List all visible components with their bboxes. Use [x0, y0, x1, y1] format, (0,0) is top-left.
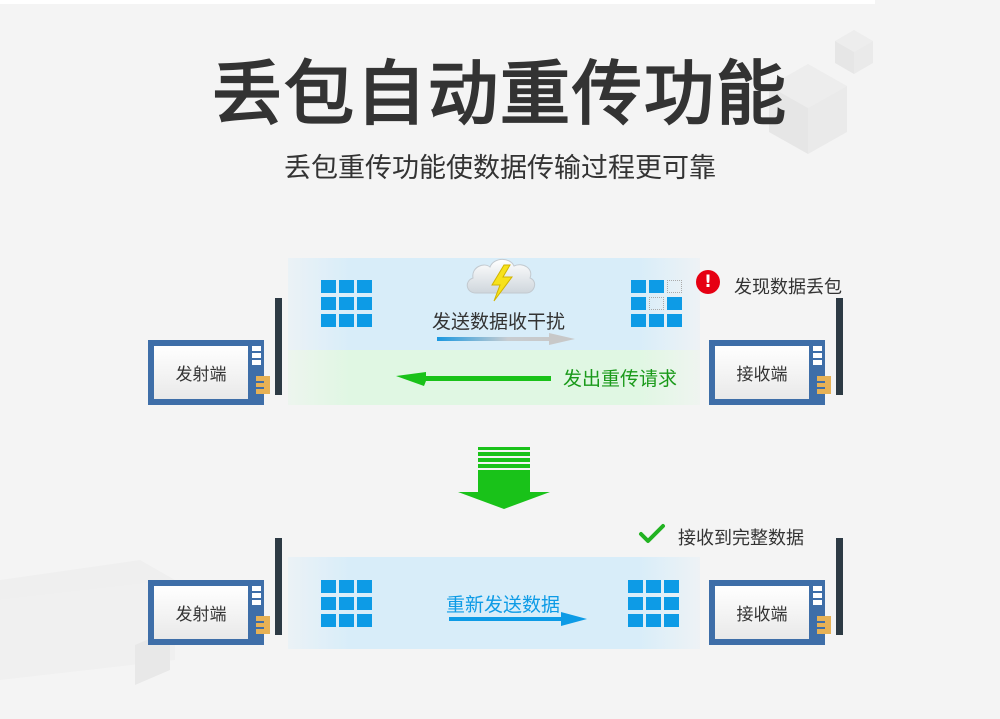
sender-packet-grid	[321, 580, 372, 627]
antenna-connector	[817, 376, 831, 394]
down-arrow-icon	[458, 447, 550, 509]
sender-antenna	[275, 538, 282, 635]
sender-packet-grid	[321, 280, 372, 327]
lost-packet	[649, 297, 664, 310]
transmit-arrow-icon	[437, 333, 575, 345]
antenna-connector	[256, 376, 270, 394]
device-leds	[252, 586, 261, 607]
antenna-connector	[817, 616, 831, 634]
page-title: 丢包自动重传功能	[212, 53, 788, 135]
receiver-antenna	[836, 538, 843, 635]
lost-packet	[667, 280, 682, 293]
complete-data-status: 接收到完整数据	[678, 528, 804, 549]
retransmit-request-arrow-icon	[396, 372, 551, 386]
packet-loss-status: 发现数据丢包	[734, 277, 842, 298]
top-strip	[0, 0, 875, 4]
decorative-cube-small	[835, 30, 873, 74]
sender-label: 发射端	[154, 346, 248, 399]
interference-label: 发送数据收干扰	[432, 311, 566, 333]
resend-arrow-icon	[449, 612, 587, 626]
receiver-device: 接收端	[709, 580, 831, 645]
sender-device: 发射端	[148, 340, 270, 405]
device-leds	[813, 346, 822, 367]
lightning-icon	[491, 264, 513, 302]
receiver-label: 接收端	[715, 346, 809, 399]
alert-icon: !	[696, 270, 720, 294]
check-icon	[639, 524, 665, 543]
device-leds	[252, 346, 261, 367]
resend-label: 重新发送数据	[446, 594, 561, 616]
device-leds	[813, 586, 822, 607]
sender-label: 发射端	[154, 586, 248, 639]
page-subtitle: 丢包重传功能使数据传输过程更可靠	[284, 153, 716, 184]
sender-device: 发射端	[148, 580, 270, 645]
receiver-packet-grid-incomplete	[631, 280, 682, 327]
receiver-device: 接收端	[709, 340, 831, 405]
decorative-cube-large	[769, 64, 847, 154]
antenna-connector	[256, 616, 270, 634]
receiver-antenna	[836, 298, 843, 395]
retransmit-request-label: 发出重传请求	[563, 368, 678, 390]
receiver-label: 接收端	[715, 586, 809, 639]
sender-antenna	[275, 298, 282, 395]
interference-cloud-icon	[466, 258, 536, 302]
receiver-packet-grid-complete	[628, 580, 679, 627]
